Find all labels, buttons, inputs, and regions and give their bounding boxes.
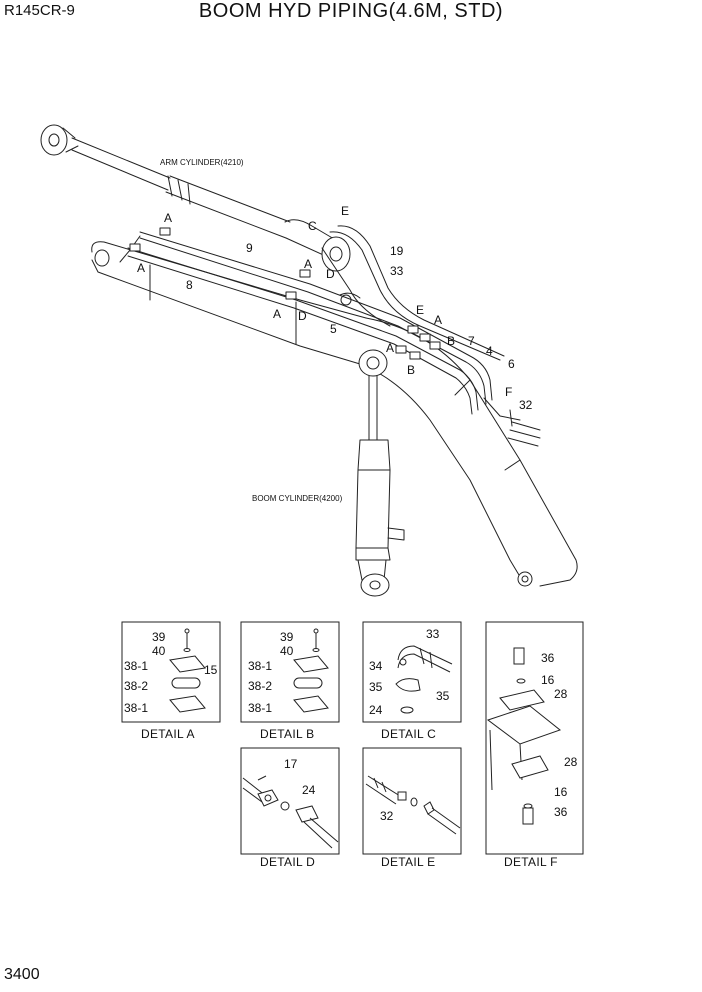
detail-b-part-38-2: 38-2 (248, 679, 272, 693)
detail-a-part-38-2: 38-2 (124, 679, 148, 693)
callout-c: C (308, 219, 317, 233)
detail-a-drawing (169, 628, 206, 713)
part-number-19: 19 (390, 244, 404, 258)
detail-a-frame (121, 621, 221, 723)
detail-c-part-35: 35 (369, 680, 383, 694)
arm-cylinder-label: ARM CYLINDER(4210) (160, 158, 244, 167)
callout-e: E (416, 303, 424, 317)
callout-d: D (326, 267, 335, 281)
callout-e: E (341, 204, 349, 218)
part-number-6: 6 (508, 357, 515, 371)
main-labels: ARM CYLINDER(4210) BOOM CYLINDER(4200) A… (137, 158, 533, 503)
part-number-4: 4 (486, 344, 493, 358)
detail-d-caption: DETAIL D (260, 855, 315, 869)
detail-a-caption: DETAIL A (141, 727, 195, 741)
part-number-32: 32 (519, 398, 533, 412)
part-number-33: 33 (390, 264, 404, 278)
detail-c-part-35: 35 (436, 689, 450, 703)
detail-f-drawing (486, 647, 562, 825)
detail-c-caption: DETAIL C (381, 727, 436, 741)
part-number-9: 9 (246, 241, 253, 255)
detail-f-part-36: 36 (554, 805, 568, 819)
detail-b-frame (240, 621, 340, 723)
detail-a-part-38-1: 38-1 (124, 659, 148, 673)
detail-d-frame (240, 747, 340, 855)
detail-a-part-15: 15 (204, 663, 218, 677)
detail-b-part-40: 40 (280, 644, 294, 658)
detail-labels: 39 40 38-1 38-2 38-1 15 DETAIL A 39 40 3… (124, 627, 578, 869)
callout-a: A (386, 341, 394, 355)
part-number-5: 5 (330, 322, 337, 336)
arm-cylinder (40, 124, 351, 272)
detail-a-part-39: 39 (152, 630, 166, 644)
detail-d-drawing (242, 775, 339, 849)
detail-e-caption: DETAIL E (381, 855, 435, 869)
detail-b-part-39: 39 (280, 630, 294, 644)
detail-b-part-38-1: 38-1 (248, 701, 272, 715)
hydraulic-pipes (119, 225, 541, 447)
model-code: R145CR-9 (4, 2, 75, 19)
detail-c-part-34: 34 (369, 659, 383, 673)
detail-a-part-38-1: 38-1 (124, 701, 148, 715)
detail-b-drawing (293, 628, 329, 713)
detail-f-caption: DETAIL F (504, 855, 558, 869)
callout-d: D (298, 309, 307, 323)
callout-a: A (164, 211, 172, 225)
detail-f-part-28: 28 (564, 755, 578, 769)
detail-f-part-28: 28 (554, 687, 568, 701)
boom-cylinder-label: BOOM CYLINDER(4200) (252, 494, 343, 503)
callout-b: B (447, 334, 455, 348)
page-title: BOOM HYD PIPING(4.6M, STD) (198, 0, 504, 22)
detail-d-part-17: 17 (284, 757, 298, 771)
detail-e-part-32: 32 (380, 809, 394, 823)
detail-d-part-24: 24 (302, 783, 316, 797)
detail-f-part-16: 16 (554, 785, 568, 799)
callout-f: F (505, 385, 512, 399)
callout-a: A (304, 257, 312, 271)
page-number: 3400 (4, 966, 40, 983)
detail-b-part-38-1: 38-1 (248, 659, 272, 673)
callout-a: A (434, 313, 442, 327)
detail-c-part-24: 24 (369, 703, 383, 717)
detail-f-part-36: 36 (541, 651, 555, 665)
callout-a: A (273, 307, 281, 321)
detail-b-caption: DETAIL B (260, 727, 314, 741)
detail-a-part-40: 40 (152, 644, 166, 658)
part-number-8: 8 (186, 278, 193, 292)
detail-c-drawing (395, 645, 453, 714)
boom-cylinder (355, 349, 405, 597)
callout-a: A (137, 261, 145, 275)
detail-f-frame (485, 621, 584, 855)
detail-f-part-16: 16 (541, 673, 555, 687)
detail-e-frame (362, 747, 462, 855)
detail-c-part-33: 33 (426, 627, 440, 641)
detail-e-drawing (365, 775, 461, 835)
detail-c-frame (362, 621, 462, 723)
part-number-7: 7 (468, 334, 475, 348)
callout-b: B (407, 363, 415, 377)
